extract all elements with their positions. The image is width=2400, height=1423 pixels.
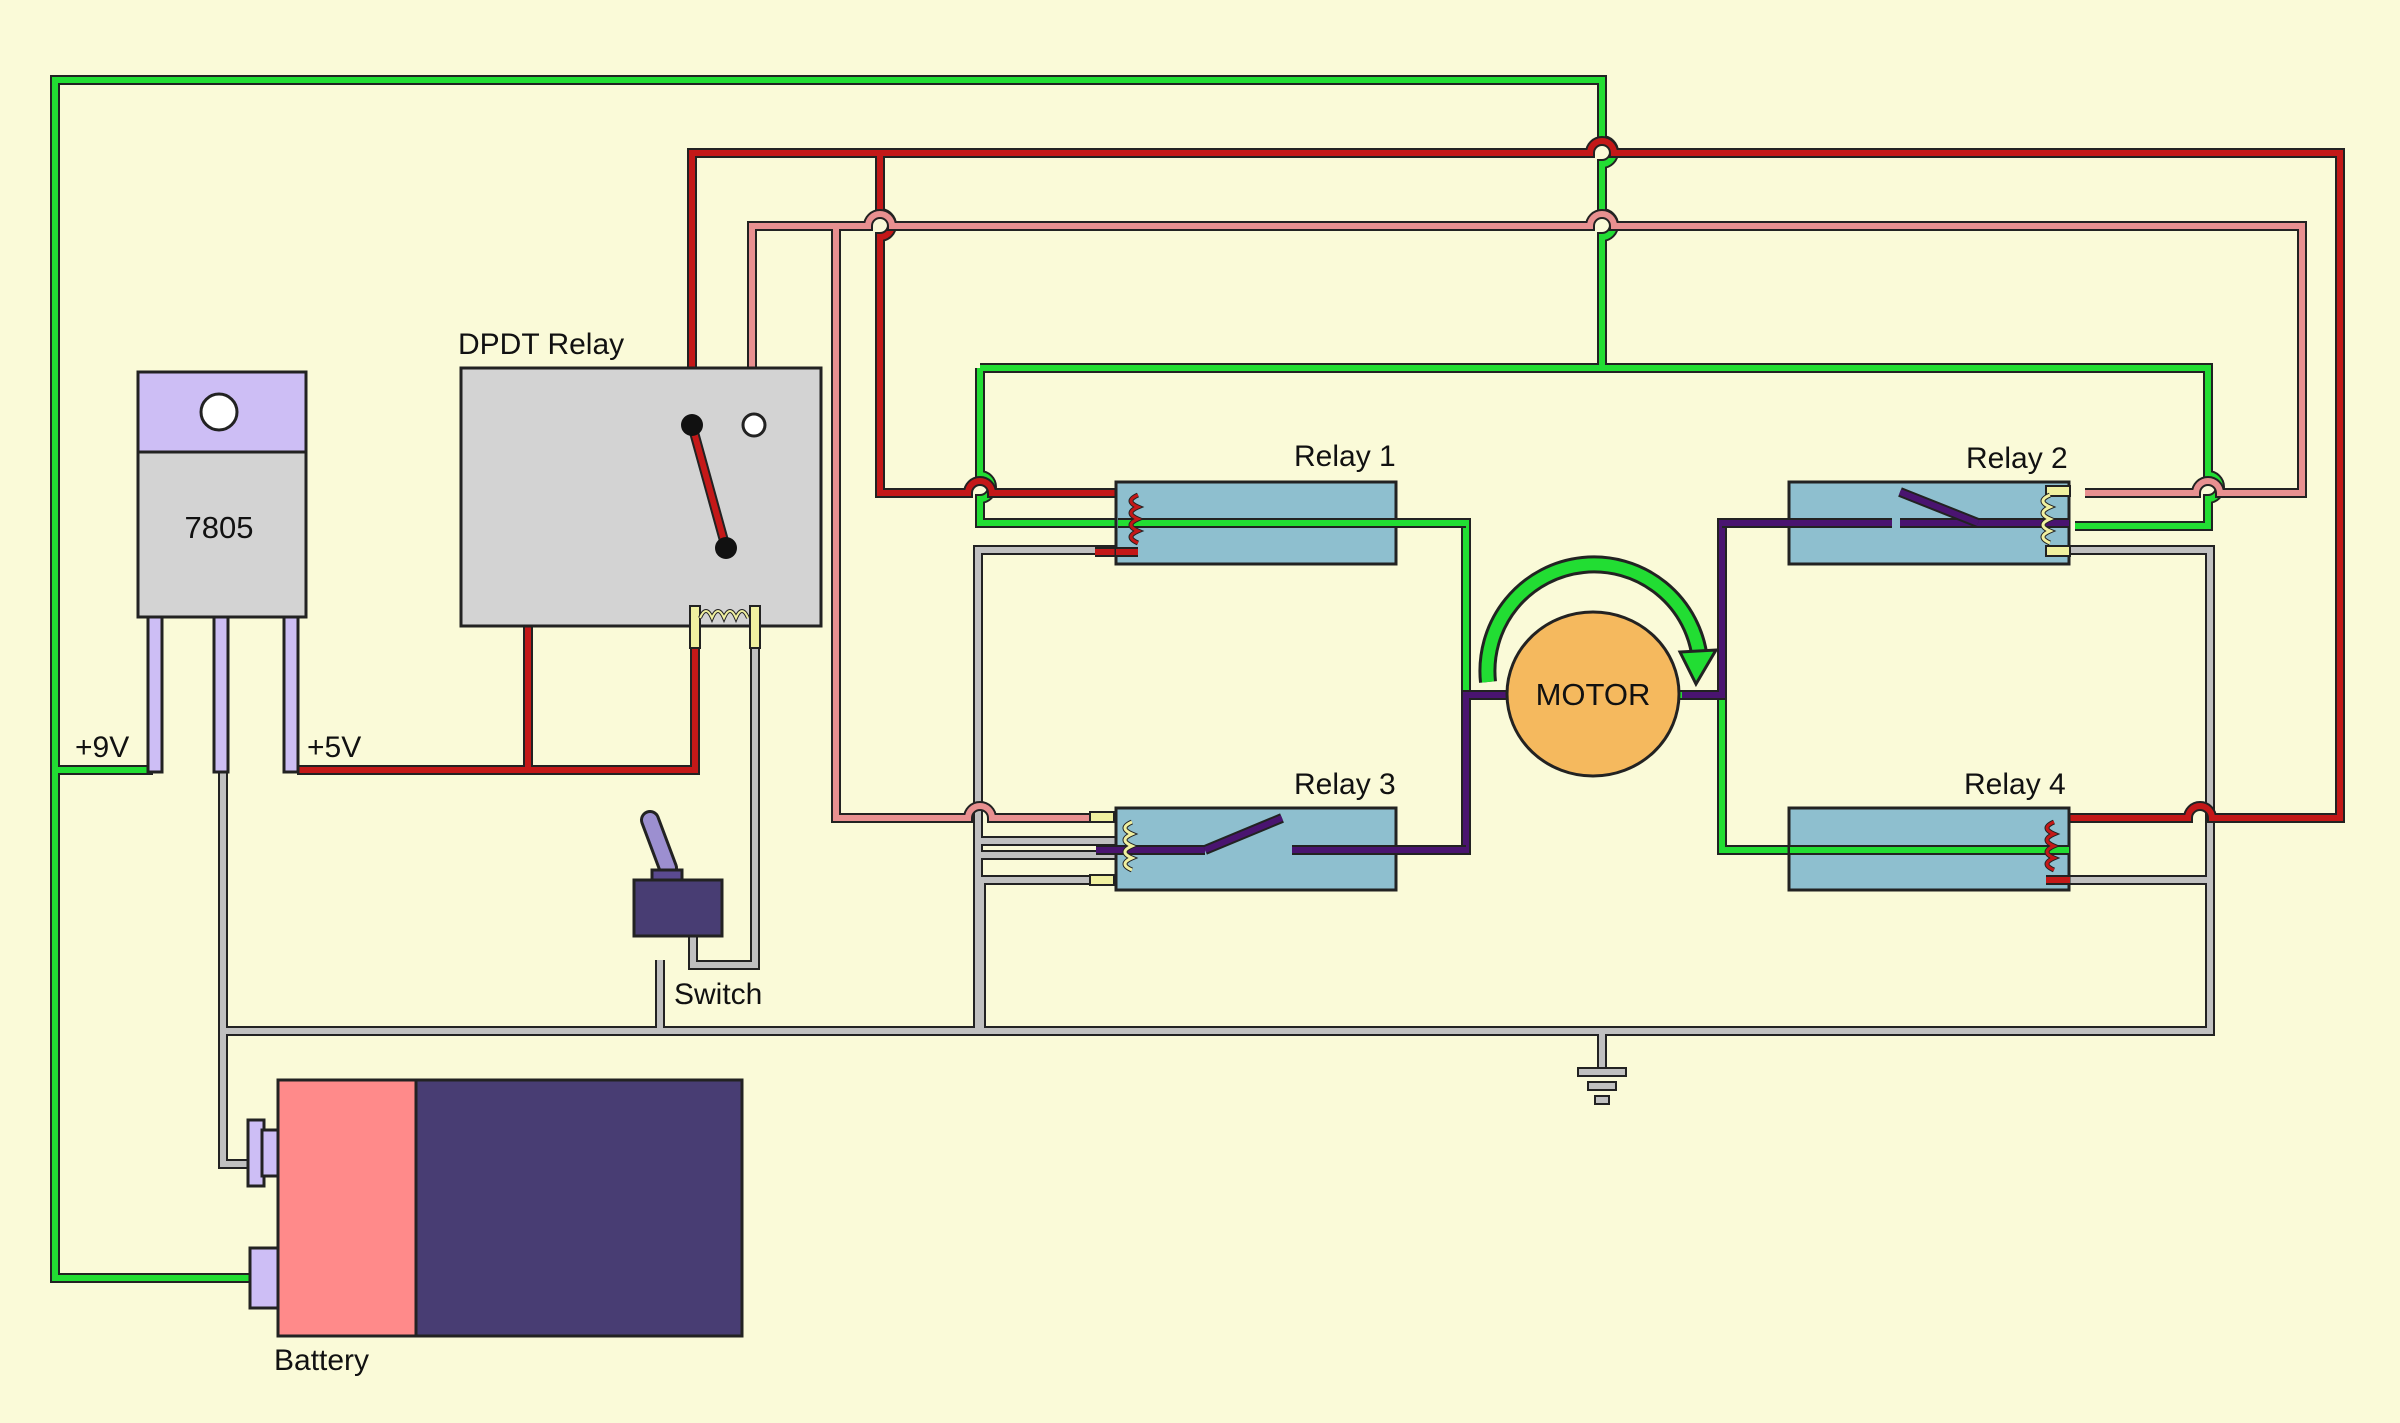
rotation-arrow xyxy=(1481,558,1706,683)
ground-wires xyxy=(218,545,2215,1169)
regulator-body xyxy=(136,450,308,619)
battery-terminal-negative xyxy=(260,1128,280,1178)
relay-2-switch-arm xyxy=(1898,489,1980,526)
relay-1-coil xyxy=(1129,493,1142,545)
switch-lever xyxy=(643,813,675,875)
battery: Battery xyxy=(246,1078,744,1377)
motor: MOTOR xyxy=(1478,555,1719,778)
dpdt-no-terminal xyxy=(741,412,767,438)
relay-3-label: Relay 3 xyxy=(1294,768,1396,801)
switch-label: Switch xyxy=(674,978,762,1011)
pink-wires xyxy=(747,209,2307,823)
regulator-pin-gnd xyxy=(212,610,230,774)
regulator-mount-hole xyxy=(199,392,239,432)
relay-3: Relay 3 xyxy=(1089,768,1466,892)
switch-body xyxy=(632,878,724,938)
ground-symbol xyxy=(1577,1067,1627,1105)
dpdt-coil xyxy=(699,610,749,621)
relay-4: Relay 4 xyxy=(1787,768,2071,892)
relay-2: Relay 2 xyxy=(1722,442,2071,566)
battery-terminal-positive xyxy=(248,1246,280,1310)
relay-1: Relay 1 xyxy=(1114,440,1466,566)
dpdt-switch-arm xyxy=(689,424,729,549)
battery-body xyxy=(414,1078,744,1338)
motor-label: MOTOR xyxy=(1536,677,1651,712)
relay-2-label: Relay 2 xyxy=(1966,442,2068,475)
regulator-label: 7805 xyxy=(185,510,254,545)
battery-label: Battery xyxy=(274,1344,369,1377)
rotation-arrow-head xyxy=(1677,648,1719,688)
regulator-pin-out xyxy=(282,610,300,774)
motor-body xyxy=(1505,610,1681,778)
dpdt-nc-terminal xyxy=(715,537,737,559)
regulator-7805: 7805 xyxy=(136,370,308,774)
switch-lead-wire xyxy=(688,628,760,970)
relay-4-coil xyxy=(2045,820,2058,872)
relay-1-label: Relay 1 xyxy=(1294,440,1396,473)
label-5v: +5V xyxy=(307,731,361,764)
dpdt-relay: DPDT Relay xyxy=(458,328,823,649)
relay-2-coil xyxy=(2041,493,2054,545)
relay-3-switch-arm xyxy=(1203,815,1284,853)
relay-3-coil xyxy=(1123,820,1136,872)
label-9v: +9V xyxy=(75,731,129,764)
dpdt-coil-lead-left xyxy=(689,605,701,649)
battery-front xyxy=(276,1078,418,1338)
dpdt-relay-label: DPDT Relay xyxy=(458,328,624,361)
red-5v-wires xyxy=(297,136,2345,823)
dpdt-relay-body xyxy=(459,366,823,628)
relay-4-label: Relay 4 xyxy=(1964,768,2066,801)
dpdt-common-terminal xyxy=(681,414,703,436)
dpdt-coil-lead-right xyxy=(749,605,761,649)
regulator-pin-in xyxy=(146,610,164,774)
toggle-switch: Switch xyxy=(632,810,762,1011)
